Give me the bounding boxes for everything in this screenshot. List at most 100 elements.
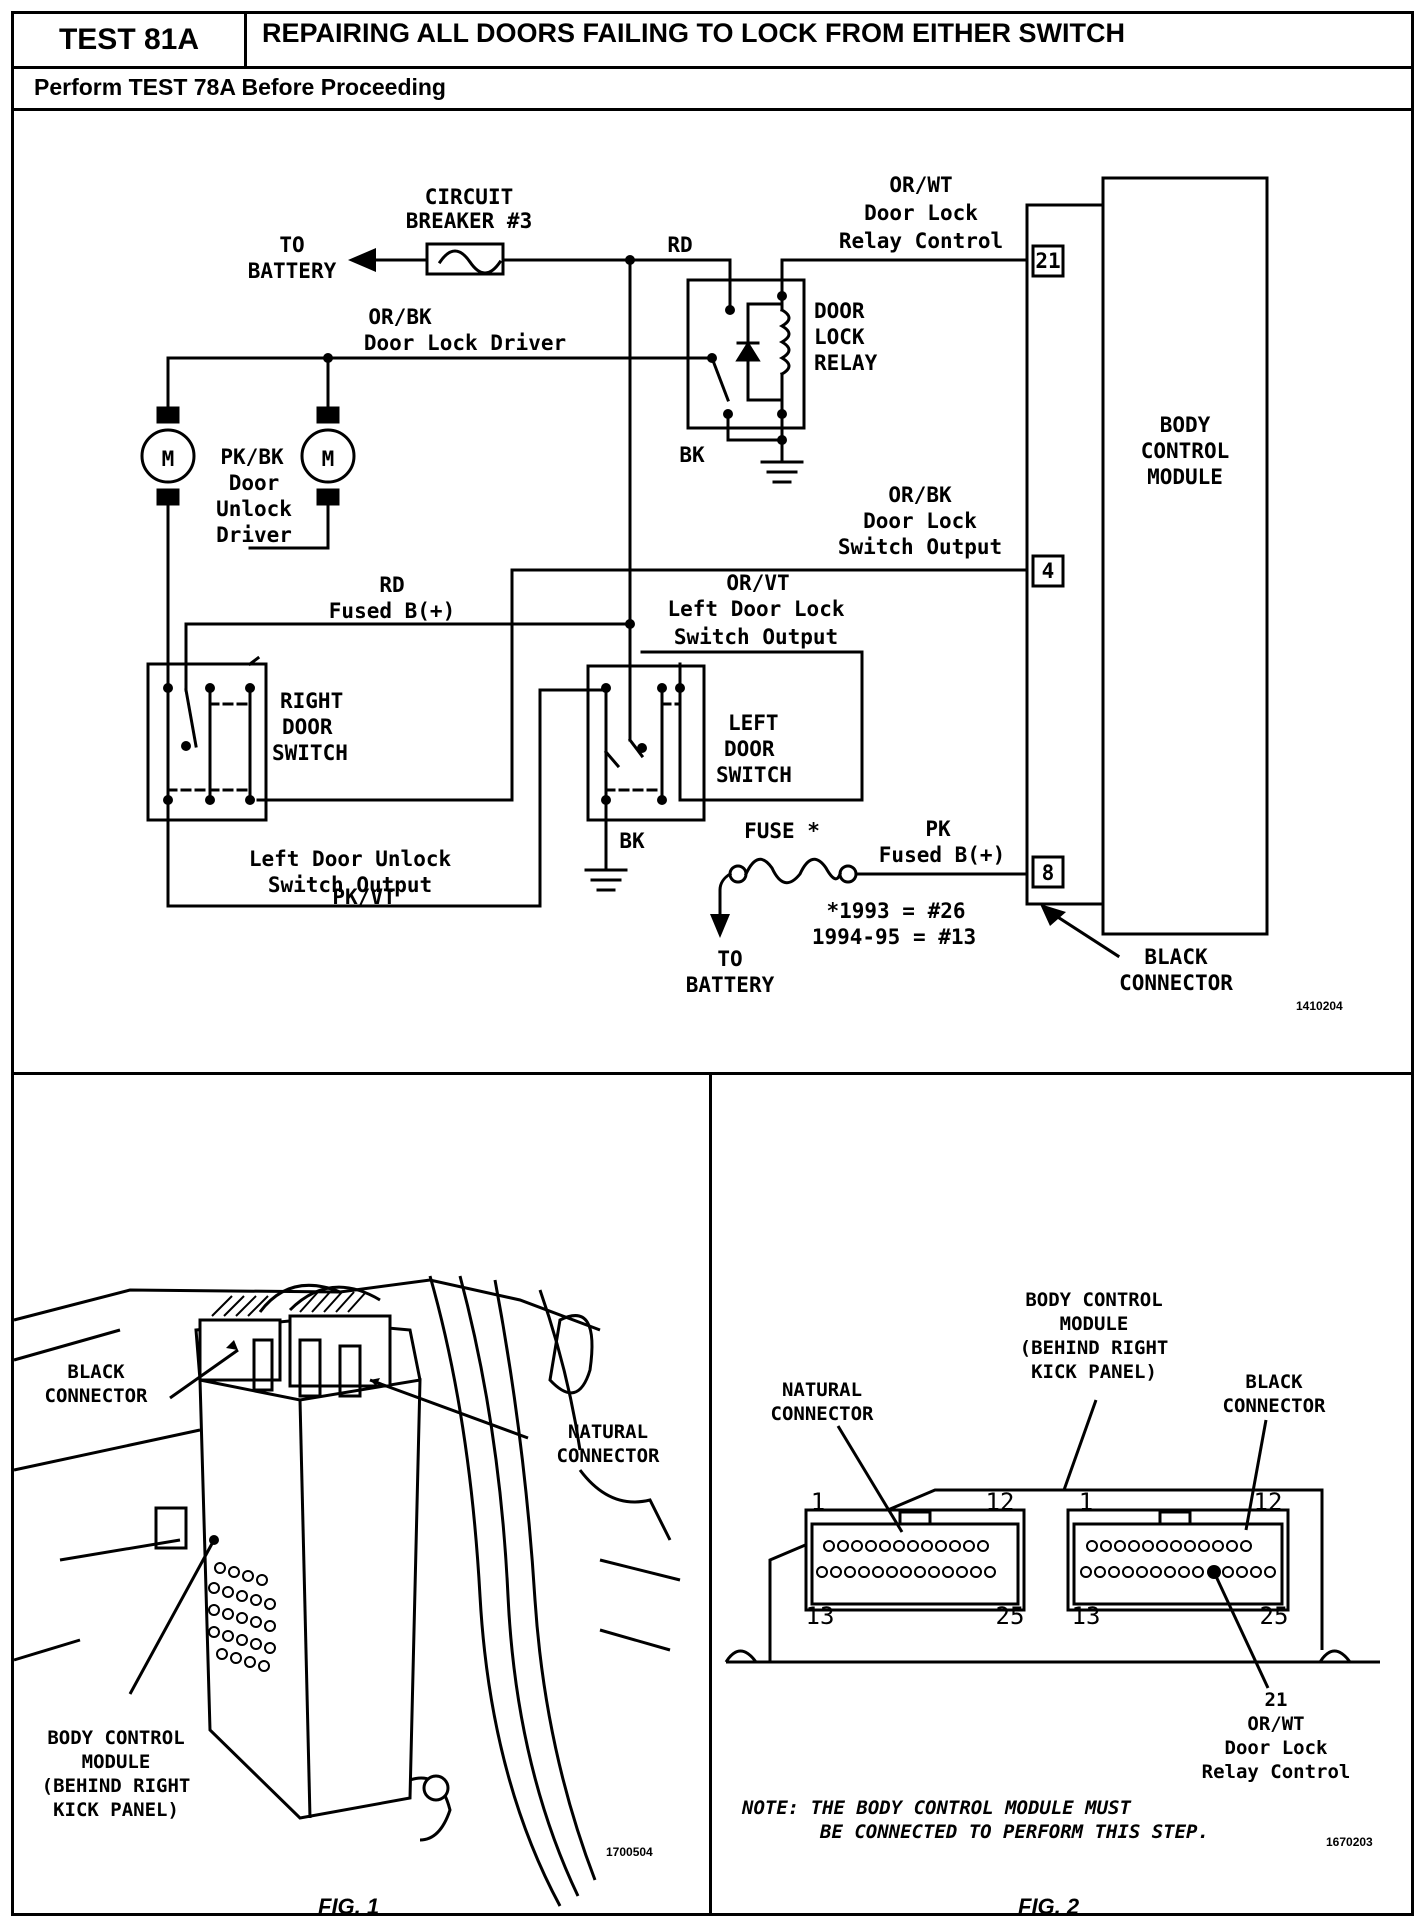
pk-bk-label: Driver	[216, 523, 292, 547]
to-battery-top-label: BATTERY	[248, 259, 337, 283]
natural-pin-25: 25	[996, 1602, 1025, 1630]
left-switch-label: DOOR	[724, 737, 775, 761]
fig2-pin21-callout: Door Lock	[1225, 1737, 1329, 1759]
pk-fused-label: Fused B(+)	[879, 843, 1005, 867]
fig2-caption: FIG. 2	[1018, 1894, 1080, 1919]
bcm-label: CONTROL	[1141, 439, 1230, 463]
pk-vt-label: Left Door Unlock	[249, 847, 452, 871]
pk-bk-label: Door	[229, 471, 280, 495]
motor-symbol: M	[162, 447, 175, 471]
black-pin-25: 25	[1260, 1602, 1289, 1630]
test-id: TEST 81A	[14, 14, 247, 66]
header-divider-1	[11, 66, 1414, 69]
rd-fused-label: Fused B(+)	[329, 599, 455, 623]
relay-label: RELAY	[814, 351, 878, 375]
or-wt-label: Relay Control	[839, 229, 1003, 253]
fig1-bcm-label: BODY CONTROL	[47, 1727, 184, 1749]
pk-bk-label: PK/BK	[220, 445, 284, 469]
figure-divider	[709, 1072, 712, 1916]
fig1-figure-number: 1700504	[606, 1845, 653, 1859]
relay-label: LOCK	[814, 325, 865, 349]
fig2-bcm-label: MODULE	[1060, 1313, 1129, 1335]
black-pin-1: 1	[1079, 1488, 1093, 1516]
natural-pin-13: 13	[806, 1602, 835, 1630]
schematic-figure-number: 1410204	[1296, 999, 1343, 1013]
page-frame	[11, 11, 1414, 1916]
fig1-bcm-label: MODULE	[82, 1751, 151, 1773]
section-divider	[11, 1072, 1414, 1075]
or-bk-switch-label: Door Lock	[863, 509, 977, 533]
bk-left-label: BK	[619, 829, 645, 853]
header-divider-2	[11, 108, 1414, 111]
right-switch-label: DOOR	[282, 715, 333, 739]
black-pin-13: 13	[1072, 1602, 1101, 1630]
or-bk-driver-label: Door Lock Driver	[364, 331, 566, 355]
fig2-illustration: BODY CONTROL MODULE (BEHIND RIGHT KICK P…	[724, 1289, 1380, 1849]
fig2-pin21-callout: OR/WT	[1247, 1713, 1304, 1735]
page-title: REPAIRING ALL DOORS FAILING TO LOCK FROM…	[262, 18, 1125, 48]
pin-21-highlight	[1207, 1565, 1221, 1579]
circuit-breaker-label: BREAKER #3	[406, 209, 532, 233]
left-switch-label: SWITCH	[716, 763, 792, 787]
or-bk-switch-label: Switch Output	[838, 535, 1002, 559]
pk-bk-label: Unlock	[216, 497, 292, 521]
fig1-bcm-label: KICK PANEL)	[53, 1799, 179, 1821]
circuit-breaker-label: CIRCUIT	[425, 185, 514, 209]
fig2-natural-connector-label: NATURAL	[782, 1379, 862, 1401]
left-switch-label: LEFT	[728, 711, 779, 735]
pin-21-box	[1031, 244, 1065, 278]
pin-4-label: 4	[1042, 559, 1055, 583]
fuse-label: FUSE *	[744, 819, 820, 843]
to-battery-bottom-label: TO	[717, 947, 742, 971]
fig2-note: NOTE: THE BODY CONTROL MODULE MUST	[741, 1797, 1131, 1819]
relay-box	[686, 278, 806, 430]
natural-pin-12: 12	[986, 1488, 1015, 1516]
to-battery-top-label: TO	[279, 233, 304, 257]
bk-relay-label: BK	[679, 443, 705, 467]
pin-4-box	[1031, 554, 1065, 588]
black-pin-12: 12	[1254, 1488, 1283, 1516]
bcm-label: BODY	[1160, 413, 1211, 437]
black-connector-label: CONNECTOR	[1119, 971, 1233, 995]
or-wt-label: Door Lock	[864, 201, 978, 225]
bcm-box	[1101, 176, 1269, 936]
fuse-years-label: 1994-95 = #13	[812, 925, 976, 949]
pk-fused-label: PK	[925, 817, 951, 841]
page-subtitle: Perform TEST 78A Before Proceeding	[34, 74, 446, 100]
rd-top-label: RD	[667, 233, 692, 257]
pin-8-label: 8	[1042, 861, 1055, 885]
fig1-caption: FIG. 1	[318, 1894, 380, 1919]
relay-label: DOOR	[814, 299, 865, 323]
right-switch-label: RIGHT	[280, 689, 343, 713]
or-wt-label: OR/WT	[889, 173, 952, 197]
fig2-pin21-callout: 21	[1265, 1689, 1288, 1711]
or-vt-label: OR/VT	[726, 571, 789, 595]
fig1-bcm-label: (BEHIND RIGHT	[42, 1775, 191, 1797]
fuse-years-label: *1993 = #26	[826, 899, 965, 923]
wiring-schematic: CIRCUIT BREAKER #3 TO BATTERY RD OR/WT D…	[140, 173, 1343, 1013]
pin-21-label: 21	[1035, 249, 1060, 273]
fig1-black-connector-label: BLACK	[67, 1361, 125, 1383]
fig2-pin21-callout: Relay Control	[1202, 1761, 1351, 1783]
fig2-figure-number: 1670203	[1326, 1835, 1373, 1849]
or-vt-label: Switch Output	[674, 625, 838, 649]
natural-pin-1: 1	[811, 1488, 825, 1516]
right-switch-label: SWITCH	[272, 741, 348, 765]
fig2-black-connector-label: BLACK	[1245, 1371, 1303, 1393]
fig2-natural-connector-label: CONNECTOR	[771, 1403, 875, 1425]
right-switch-box	[146, 662, 268, 822]
fig1-illustration: BLACK CONNECTOR NATURAL CONNECTOR BODY C…	[13, 1275, 681, 1907]
fig1-black-connector-label: CONNECTOR	[45, 1385, 149, 1407]
pin-8-box	[1031, 855, 1065, 889]
fig2-black-connector-label: CONNECTOR	[1223, 1395, 1327, 1417]
black-connector-label: BLACK	[1144, 945, 1208, 969]
to-battery-bottom-label: BATTERY	[686, 973, 775, 997]
motor-symbol: M	[322, 447, 335, 471]
fig2-bcm-label: (BEHIND RIGHT	[1020, 1337, 1169, 1359]
fig2-bcm-label: KICK PANEL)	[1031, 1361, 1157, 1383]
or-bk-driver-label: OR/BK	[368, 305, 432, 329]
rd-fused-label: RD	[379, 573, 404, 597]
pk-vt-label: PK/VT	[332, 885, 395, 909]
pk-vt-label: Switch Output	[268, 873, 432, 897]
fig1-natural-connector-label: CONNECTOR	[557, 1445, 661, 1467]
